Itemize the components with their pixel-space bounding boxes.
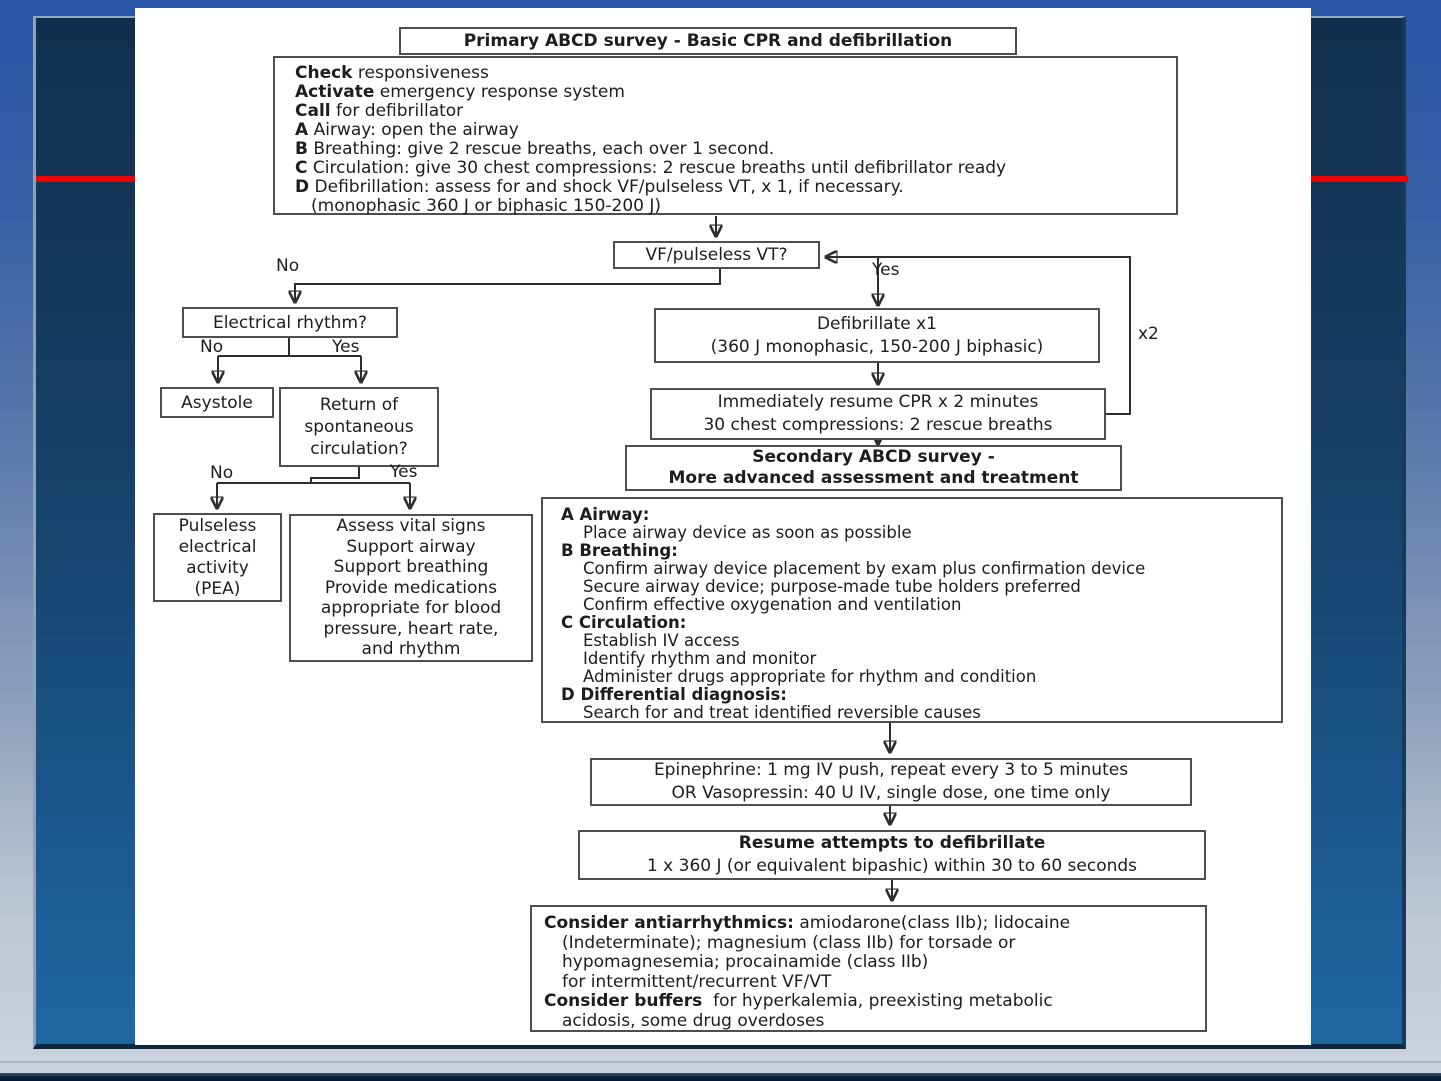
text-line: Confirm airway device placement by exam … <box>561 560 1277 578</box>
line-lead-bold: D Differential diagnosis: <box>561 685 787 704</box>
text-line: acidosis, some drug overdoses <box>544 1010 1201 1032</box>
text-line: Confirm effective oxygenation and ventil… <box>561 596 1277 614</box>
primary-survey-title-box: Primary ABCD survey - Basic CPR and defi… <box>399 27 1017 55</box>
line-text: Establish IV access <box>583 631 740 650</box>
line-lead-bold: Activate <box>295 82 375 102</box>
text-line: Check responsiveness <box>295 64 1170 83</box>
defibrillate-x1-box: Defibrillate x1 (360 J monophasic, 150-2… <box>654 308 1100 363</box>
line-text: Administer drugs appropriate for rhythm … <box>583 667 1037 686</box>
text-line: C Circulation: <box>561 614 1277 632</box>
assess-vital-signs-box: Assess vital signs Support airway Suppor… <box>289 514 533 662</box>
text-line: D Defibrillation: assess for and shock V… <box>295 178 1170 197</box>
return-of-spontaneous-circulation-box: Return of spontaneous circulation? <box>279 387 439 467</box>
text-line: B Breathing: <box>561 542 1277 560</box>
branch-label-yes-rosc: Yes <box>390 462 418 482</box>
line-text: hypomagnesemia; procainamide (class IIb) <box>562 952 929 972</box>
line-lead-bold: B Breathing: <box>561 541 678 560</box>
resume-defib-title: Resume attempts to defibrillate <box>738 833 1046 853</box>
primary-survey-title: Primary ABCD survey - Basic CPR and defi… <box>463 31 953 51</box>
branch-label-no-rosc: No <box>210 463 234 483</box>
text-line: (monophasic 360 J or biphasic 150-200 J) <box>295 197 1170 216</box>
consider-antiarrhythmics-box: Consider antiarrhythmics: amiodarone(cla… <box>530 905 1207 1032</box>
text-line: Secure airway device; purpose-made tube … <box>561 578 1277 596</box>
text-line: Call for defibrillator <box>295 102 1170 121</box>
text-line: Identify rhythm and monitor <box>561 650 1277 668</box>
bottom-divider-line <box>0 1061 1441 1063</box>
epinephrine-text: Epinephrine: 1 mg IV push, repeat every … <box>653 760 1129 803</box>
text-line: hypomagnesemia; procainamide (class IIb) <box>544 952 1201 973</box>
secondary-survey-title-box: Secondary ABCD survey - More advanced as… <box>625 445 1122 491</box>
text-line: D Differential diagnosis: <box>561 686 1277 704</box>
line-text: Search for and treat identified reversib… <box>583 703 981 722</box>
vf-question-text: VF/pulseless VT? <box>645 245 788 265</box>
line-lead-bold: A <box>295 120 309 140</box>
assess-text: Assess vital signs Support airway Suppor… <box>320 516 502 660</box>
branch-label-yes-vf: Yes <box>872 260 900 280</box>
text-line: Activate emergency response system <box>295 83 1170 102</box>
vf-pulseless-vt-decision-box: VF/pulseless VT? <box>613 241 820 269</box>
line-lead-bold: Call <box>295 101 331 121</box>
asystole-text: Asystole <box>181 392 253 413</box>
line-lead-bold: C Circulation: <box>561 613 687 632</box>
line-text: (Indeterminate); magnesium (class IIb) f… <box>562 932 1016 953</box>
line-text: Defibrillation: assess for and shock VF/… <box>309 177 904 197</box>
line-lead-bold: C <box>295 158 308 178</box>
text-line: B Breathing: give 2 rescue breaths, each… <box>295 140 1170 159</box>
rosc-text: Return of spontaneous circulation? <box>304 395 414 459</box>
branch-label-no-electrical: No <box>200 337 224 357</box>
defibrillate-text: Defibrillate x1 (360 J monophasic, 150-2… <box>710 313 1044 357</box>
line-text: (monophasic 360 J or biphasic 150-200 J) <box>311 196 662 216</box>
electrical-rhythm-decision-box: Electrical rhythm? <box>182 307 398 338</box>
line-text: Breathing: give 2 rescue breaths, each o… <box>307 139 775 159</box>
line-lead-bold: Consider antiarrhythmics: <box>544 913 794 933</box>
epinephrine-vasopressin-box: Epinephrine: 1 mg IV push, repeat every … <box>590 758 1192 806</box>
asystole-box: Asystole <box>160 387 274 418</box>
text-line: Administer drugs appropriate for rhythm … <box>561 668 1277 686</box>
line-text: acidosis, some drug overdoses <box>562 1010 825 1031</box>
line-text: Secure airway device; purpose-made tube … <box>583 577 1081 596</box>
resume-defib-line: 1 x 360 J (or equivalent bipashic) withi… <box>646 856 1138 876</box>
resume-attempts-to-defibrillate-box: Resume attempts to defibrillate 1 x 360 … <box>578 830 1206 880</box>
bottom-dark-strip <box>0 1073 1441 1081</box>
line-lead-bold: D <box>295 177 310 197</box>
line-text: for intermittent/recurrent VF/VT <box>562 971 832 992</box>
line-text: Identify rhythm and monitor <box>583 649 817 668</box>
text-line: Consider buffers for hyperkalemia, preex… <box>544 991 1201 1012</box>
text-line: Establish IV access <box>561 632 1277 650</box>
electrical-rhythm-text: Electrical rhythm? <box>212 312 368 333</box>
line-text: emergency response system <box>374 82 625 102</box>
line-text: Place airway device as soon as possible <box>583 523 912 542</box>
line-lead-bold: A Airway: <box>561 505 650 524</box>
resume-cpr-text: Immediately resume CPR x 2 minutes 30 ch… <box>703 392 1053 435</box>
pulseless-electrical-activity-box: Pulseless electrical activity (PEA) <box>153 513 282 602</box>
secondary-survey-title: Secondary ABCD survey - More advanced as… <box>668 446 1079 489</box>
primary-survey-box: Check responsiveness Activate emergency … <box>273 56 1178 216</box>
text-line: (Indeterminate); magnesium (class IIb) f… <box>544 932 1201 954</box>
text-line: C Circulation: give 30 chest compression… <box>295 159 1170 178</box>
line-lead-bold: Consider buffers <box>544 991 703 1011</box>
line-text: Confirm airway device placement by exam … <box>583 559 1146 578</box>
line-text: amiodarone(class IIb); lidocaine <box>793 913 1071 933</box>
text-line: Place airway device as soon as possible <box>561 524 1277 542</box>
text-line: Search for and treat identified reversib… <box>561 704 1277 722</box>
line-lead-bold: B <box>295 139 308 159</box>
text-line: A Airway: open the airway <box>295 121 1170 140</box>
secondary-survey-box: A Airway: Place airway device as soon as… <box>541 497 1283 723</box>
line-text: for defibrillator <box>330 101 464 121</box>
text-line: for intermittent/recurrent VF/VT <box>544 971 1201 993</box>
loop-label-x2: x2 <box>1138 324 1159 344</box>
text-line: A Airway: <box>561 506 1277 524</box>
line-text: Airway: open the airway <box>308 120 519 140</box>
line-text: Circulation: give 30 chest compressions:… <box>307 158 1007 178</box>
pea-text: Pulseless electrical activity (PEA) <box>178 515 257 599</box>
immediately-resume-cpr-box: Immediately resume CPR x 2 minutes 30 ch… <box>650 388 1106 440</box>
line-text: for hyperkalemia, preexisting metabolic <box>702 991 1053 1011</box>
text-line: Consider antiarrhythmics: amiodarone(cla… <box>544 913 1201 934</box>
line-lead-bold: Check <box>295 63 353 83</box>
line-text: Confirm effective oxygenation and ventil… <box>583 595 962 614</box>
branch-label-yes-electrical: Yes <box>332 337 360 357</box>
branch-label-no-vf: No <box>276 256 300 276</box>
line-text: responsiveness <box>352 63 489 83</box>
